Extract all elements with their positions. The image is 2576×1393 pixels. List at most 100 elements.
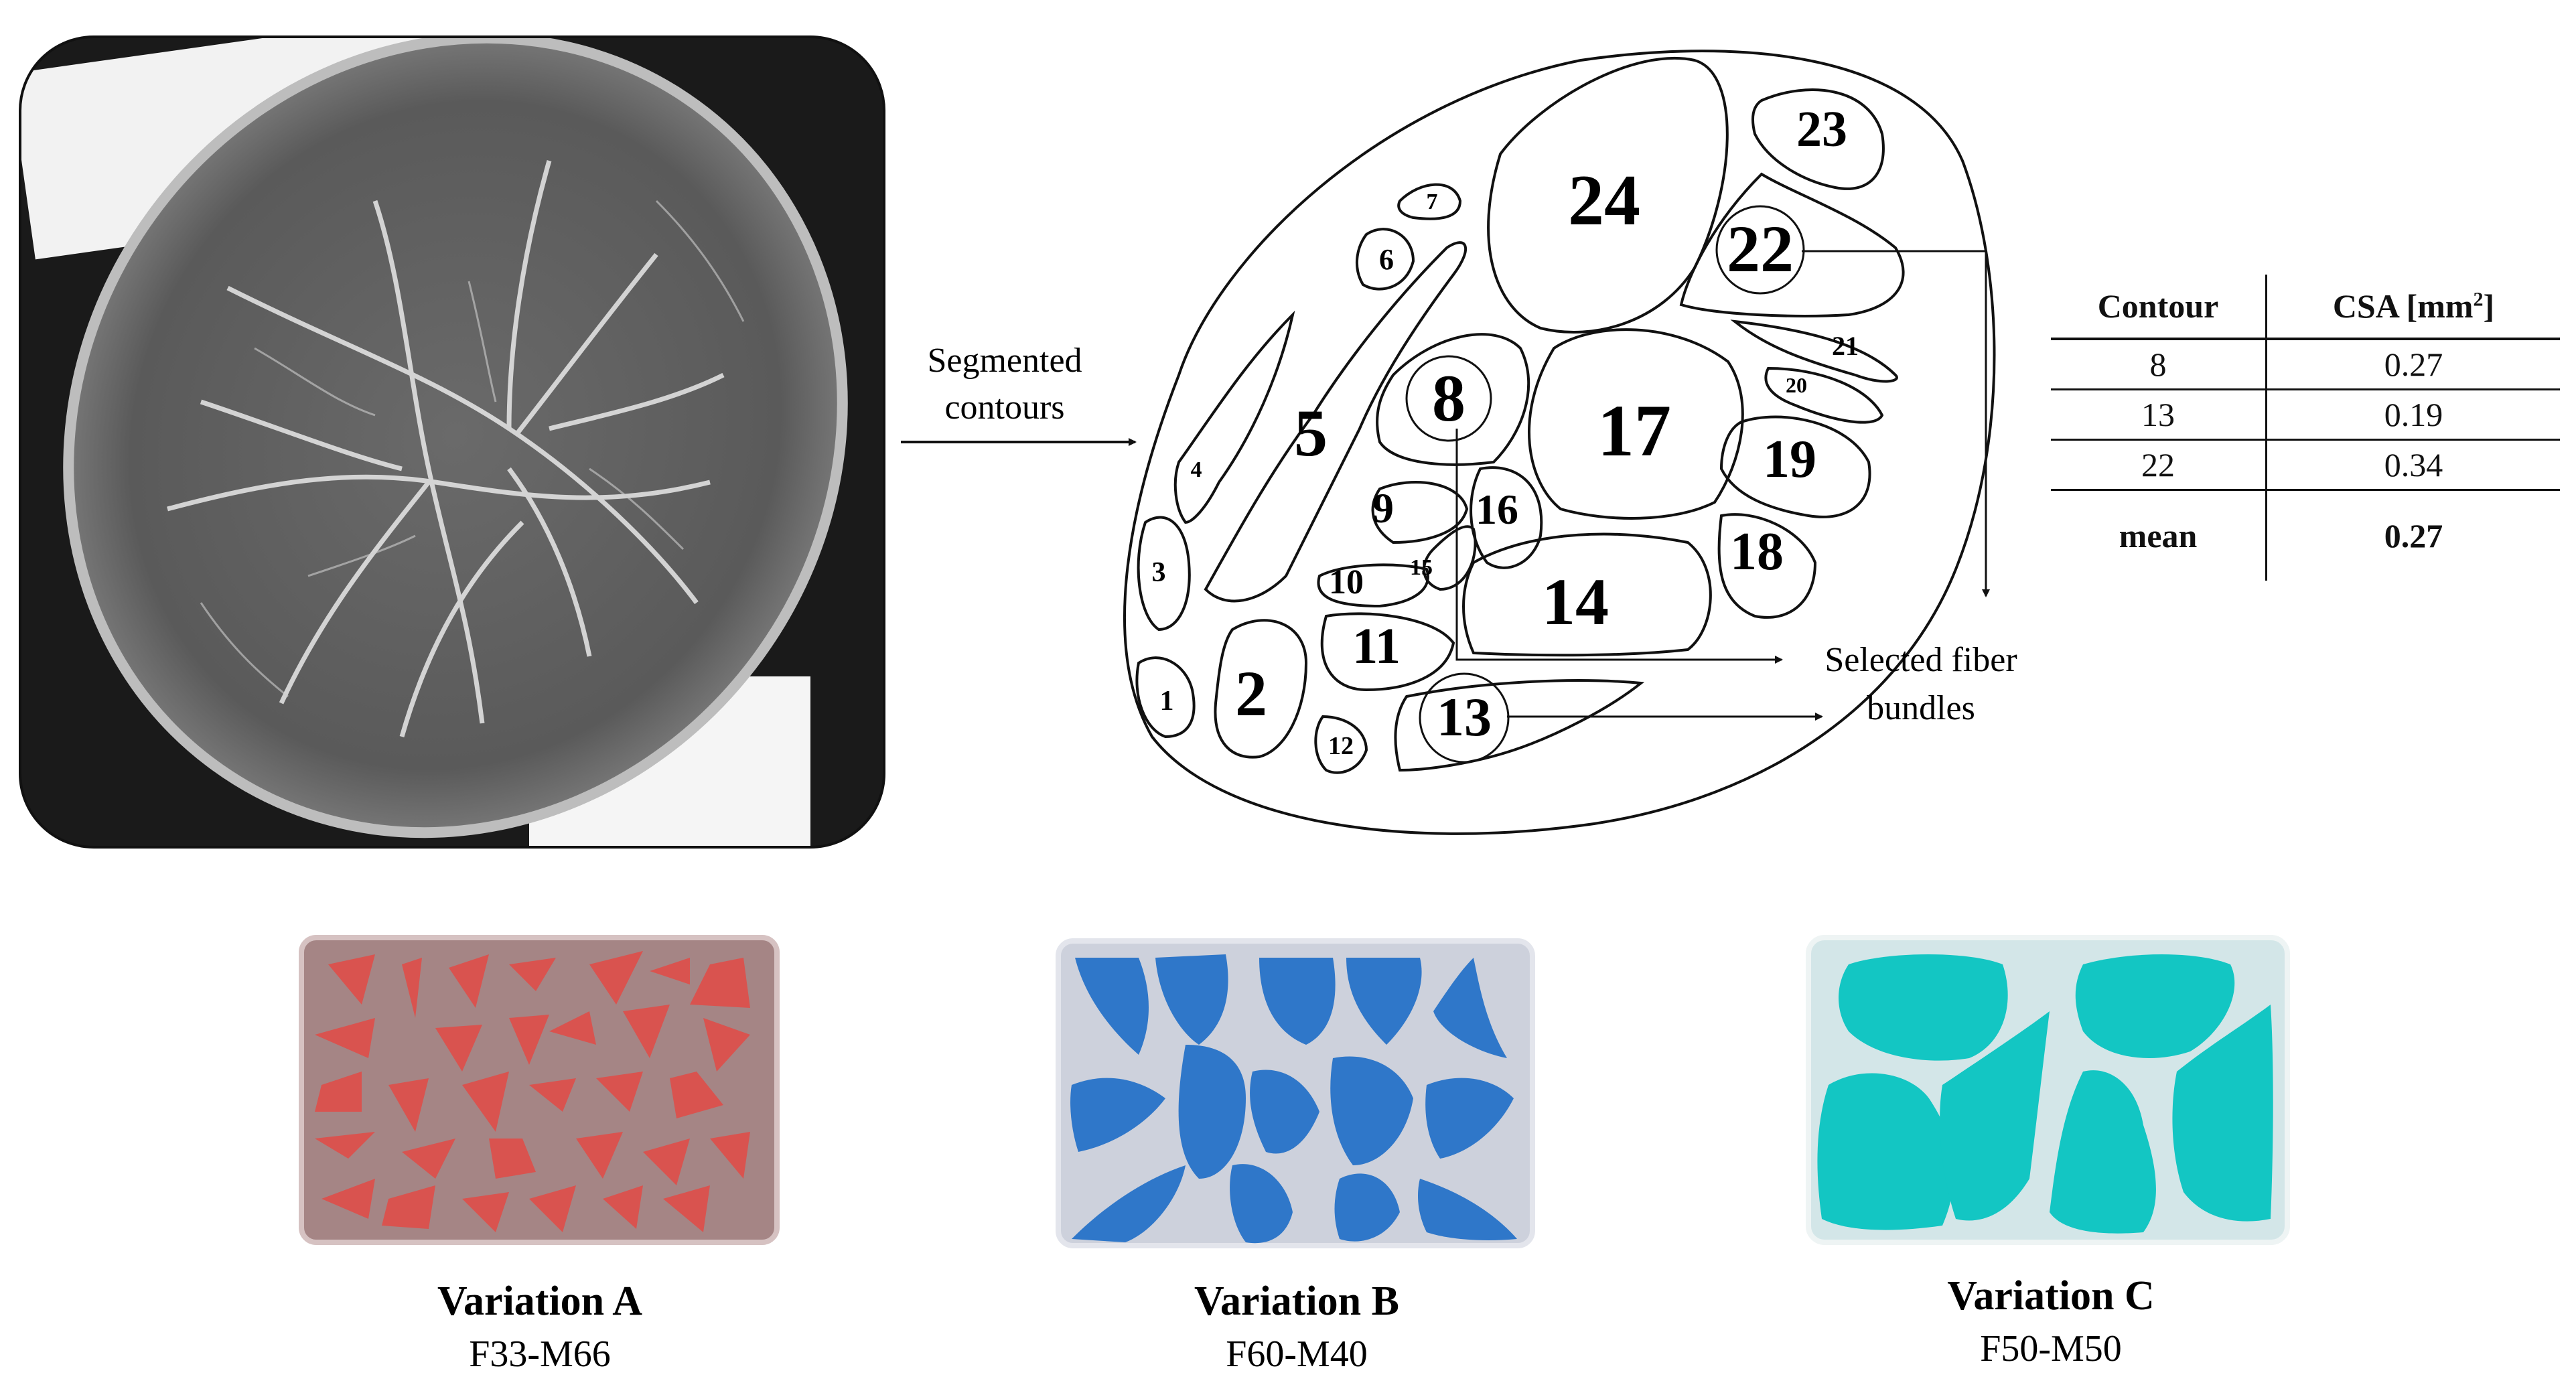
contour-shape-15 (1423, 525, 1477, 591)
contour-shape-12 (1314, 715, 1368, 774)
fiber-a-10 (509, 1015, 549, 1065)
contour-label-23: 23 (1796, 101, 1847, 157)
fiber-c-5 (2050, 1070, 2156, 1234)
contour-shape-19 (1719, 415, 1871, 518)
contour-label-20: 20 (1786, 373, 1807, 397)
segmented-contours-label-line2: contours (944, 388, 1064, 427)
selection-circle-8 (1405, 355, 1492, 442)
contour-label-6: 6 (1379, 243, 1394, 276)
fiber-a-6 (650, 958, 690, 984)
contour-label-11: 11 (1352, 618, 1401, 674)
leader-line-8 (1455, 429, 1783, 664)
contour-label-16: 16 (1476, 486, 1518, 533)
fiber-a-18 (596, 1072, 643, 1112)
fiber-a-28 (462, 1192, 509, 1232)
contour-shape-4 (1173, 310, 1295, 524)
fiber-b-9 (1330, 1056, 1413, 1165)
contour-shape-2 (1214, 619, 1308, 759)
table-cell-contour: 13 (2051, 389, 2267, 441)
contour-shape-8 (1376, 333, 1530, 466)
fiber-a-9 (435, 1025, 482, 1072)
table-cell-contour: 22 (2051, 439, 2267, 491)
fiber-a-19 (670, 1072, 723, 1118)
muscle-outline (1123, 50, 1996, 835)
contour-shape-13 (1394, 679, 1645, 772)
fiber-b-13 (1334, 1173, 1400, 1242)
contour-shape-20 (1764, 366, 1884, 424)
fiber-b-1 (1075, 958, 1149, 1055)
variation-b-title: Variation B (1194, 1278, 1399, 1324)
contour-label-12: 12 (1328, 732, 1354, 760)
contour-label-10: 10 (1329, 563, 1364, 601)
fiber-a-24 (643, 1139, 690, 1185)
fiber-b-7 (1178, 1045, 1246, 1179)
contour-label-5: 5 (1294, 396, 1328, 470)
contour-shape-10 (1317, 563, 1429, 608)
selection-circle-22 (1715, 205, 1805, 295)
fiber-a-5 (589, 951, 643, 1005)
fiber-a-25 (710, 1132, 750, 1179)
fiber-a-7 (690, 958, 750, 1008)
fiber-c-6 (2172, 1005, 2273, 1222)
contour-label-13: 13 (1437, 686, 1492, 747)
variation-c-fibers (1817, 954, 2273, 1234)
fiber-b-8 (1250, 1070, 1319, 1154)
fiber-a-26 (321, 1179, 375, 1219)
variation-c-subtitle: F50-M50 (1980, 1328, 2122, 1370)
csa-table-header-csa: CSA [mm2] (2266, 275, 2560, 340)
contour-label-7: 7 (1427, 190, 1438, 214)
variation-b-panel (1056, 938, 1535, 1248)
contour-shape-5 (1204, 241, 1467, 603)
fiber-a-20 (315, 1132, 375, 1159)
variation-c-panel (1806, 935, 2290, 1245)
fiber-a-27 (382, 1185, 435, 1229)
fiber-a-11 (549, 1011, 596, 1045)
table-row-mean: mean 0.27 (2051, 490, 2560, 581)
selected-fiber-bundles-label-line2: bundles (1867, 689, 1975, 727)
fiber-a-15 (388, 1078, 429, 1132)
contour-shape-14 (1462, 532, 1712, 657)
contour-shape-9 (1371, 481, 1469, 544)
table-row: 8 0.27 (2051, 339, 2560, 390)
selection-leaders (1455, 250, 1990, 721)
variation-a-fibers (315, 951, 750, 1232)
table-cell-mean-label: mean (2051, 490, 2267, 581)
contour-label-2: 2 (1235, 658, 1267, 729)
variation-c-title: Variation C (1947, 1273, 2154, 1319)
fiber-a-16 (462, 1072, 509, 1132)
table-cell-mean-value: 0.27 (2384, 517, 2443, 555)
contour-shape-21 (1730, 319, 1898, 383)
variation-b-subtitle: F60-M40 (1226, 1333, 1368, 1375)
csa-table: Contour CSA [mm2] 8 0.27 13 0.19 22 0.34… (2051, 275, 2560, 581)
contour-label-17: 17 (1597, 390, 1671, 471)
variation-b-fibers (1070, 954, 1517, 1244)
fiber-b-3 (1259, 958, 1336, 1045)
contour-labels: 1 2 3 4 5 6 7 8 9 10 11 12 13 14 15 16 1… (1152, 101, 1859, 760)
table-row: 13 0.19 (2051, 389, 2560, 441)
table-cell-contour: 8 (2051, 339, 2267, 390)
fiber-a-31 (663, 1185, 710, 1232)
contour-label-19: 19 (1763, 430, 1816, 489)
contour-label-14: 14 (1542, 565, 1609, 639)
fiber-b-10 (1425, 1078, 1514, 1159)
fiber-b-4 (1346, 958, 1422, 1045)
fiber-b-14 (1418, 1179, 1517, 1240)
table-row: 22 0.34 (2051, 439, 2560, 491)
csa-table-header: Contour CSA [mm2] (2051, 275, 2560, 340)
table-cell-csa: 0.27 (2266, 339, 2560, 390)
fiber-a-2 (402, 958, 422, 1018)
fiber-c-4 (1940, 1011, 2050, 1221)
fiber-a-3 (449, 954, 489, 1008)
photo-frame (19, 35, 885, 849)
contour-label-1: 1 (1160, 686, 1174, 717)
contour-label-4: 4 (1191, 457, 1202, 482)
fiber-b-12 (1230, 1164, 1293, 1244)
table-cell-csa: 0.19 (2266, 389, 2560, 441)
csa-table-header-contour: Contour (2051, 275, 2267, 340)
contour-label-9: 9 (1372, 484, 1394, 532)
variation-a-panel (299, 935, 780, 1245)
fiber-a-21 (402, 1139, 455, 1179)
selected-fiber-bundles-label: Selected fiber (1824, 641, 2017, 679)
selection-circle-13 (1419, 672, 1510, 763)
contour-diagram (1123, 50, 1996, 835)
